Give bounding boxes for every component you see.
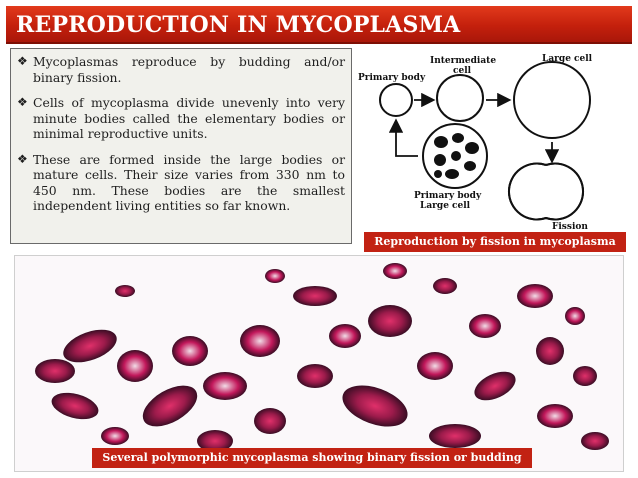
fission-cell-shape	[508, 162, 584, 221]
bullet-item: ❖ Cells of mycoplasma divide unevenly in…	[17, 95, 345, 142]
diagram-caption: Reproduction by fission in mycoplasma	[364, 232, 626, 252]
primary-body-circle	[379, 83, 413, 117]
label-primary-body: Primary body	[358, 73, 426, 83]
diamond-bullet-icon: ❖	[17, 95, 28, 109]
slide-title: REPRODUCTION IN MYCOPLASMA	[16, 12, 461, 38]
dividing-cell-shape	[508, 162, 584, 221]
stained-cells	[35, 263, 609, 452]
label-fission: Fission	[552, 222, 588, 232]
primary-body-large-cell-circle	[422, 123, 488, 189]
micrograph-graphic	[35, 263, 609, 452]
bullet-text: Mycoplasmas reproduce by budding and/or …	[33, 54, 345, 85]
label-large-cell-bottom: Large cell	[420, 201, 471, 211]
label-intermediate: Intermediate	[430, 56, 496, 66]
label-large-cell: Large cell	[542, 54, 593, 64]
bullet-item: ❖ These are formed inside the large bodi…	[17, 152, 345, 214]
label-intermediate-cell: cell	[453, 66, 472, 76]
bullet-text-box: ❖ Mycoplasmas reproduce by budding and/o…	[10, 48, 352, 244]
fission-diagram: Primary body Intermediate cell Large cel…	[358, 54, 593, 232]
arrow-large-back-to-primary	[388, 118, 418, 157]
elementary-bodies	[434, 133, 479, 179]
micrograph-caption: Several polymorphic mycoplasma showing b…	[92, 448, 532, 468]
diamond-bullet-icon: ❖	[17, 151, 28, 166]
bullet-text: These are formed inside the large bodies…	[33, 151, 345, 214]
bullet-text: Cells of mycoplasma divide unevenly into…	[33, 95, 345, 141]
micrograph-image	[14, 255, 624, 472]
bullet-item: ❖ Mycoplasmas reproduce by budding and/o…	[17, 54, 345, 85]
title-bar: REPRODUCTION IN MYCOPLASMA	[6, 6, 632, 44]
label-primary-body-large: Primary body	[414, 191, 482, 201]
large-cell-circle	[513, 61, 591, 139]
diamond-bullet-icon: ❖	[17, 54, 28, 68]
intermediate-cell-circle	[436, 74, 484, 122]
